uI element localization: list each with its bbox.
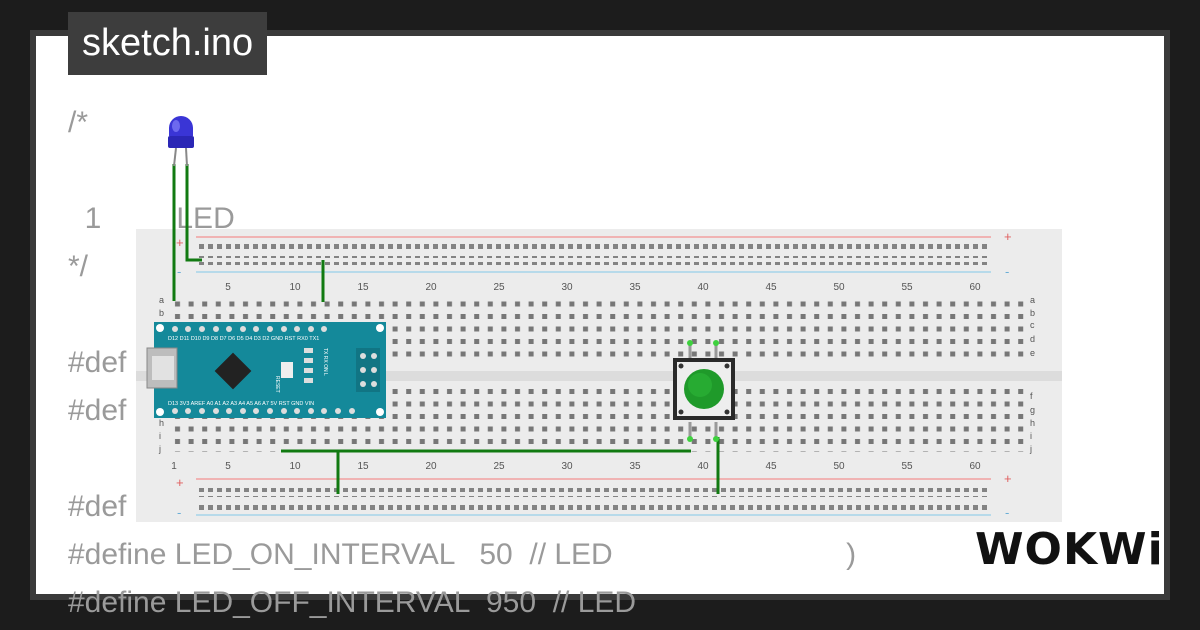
svg-text:1: 1 bbox=[171, 461, 177, 472]
svg-text:25: 25 bbox=[493, 461, 505, 472]
column-numbers-top: 5 10 15 20 25 30 35 40 45 50 55 60 bbox=[225, 282, 981, 293]
svg-text:d: d bbox=[1030, 334, 1035, 344]
svg-text:5: 5 bbox=[225, 282, 231, 293]
svg-text:10: 10 bbox=[289, 461, 301, 472]
rail-plus-label: + bbox=[176, 235, 184, 250]
svg-text:20: 20 bbox=[425, 461, 437, 472]
svg-text:25: 25 bbox=[493, 282, 505, 293]
led-labels: TX RX ON L bbox=[322, 348, 328, 376]
svg-text:a: a bbox=[159, 295, 164, 305]
rail-holes-top bbox=[199, 243, 991, 252]
svg-text:b: b bbox=[1030, 308, 1035, 318]
svg-text:55: 55 bbox=[901, 282, 913, 293]
code-line: #def bbox=[68, 490, 127, 523]
svg-text:15: 15 bbox=[357, 461, 369, 472]
svg-text:15: 15 bbox=[357, 282, 369, 293]
rail-plus-label: + bbox=[1004, 229, 1012, 244]
svg-text:35: 35 bbox=[629, 461, 641, 472]
code-line: #def bbox=[68, 346, 127, 379]
arduino-bottom-pin-labels: D13 3V3 AREF A0 A1 A2 A3 A4 A5 A6 A7 5V … bbox=[168, 401, 314, 407]
rail-minus-label: - bbox=[1005, 264, 1009, 279]
svg-text:60: 60 bbox=[969, 461, 981, 472]
svg-text:a: a bbox=[1030, 295, 1035, 305]
mcu-chip bbox=[214, 352, 252, 390]
arduino-top-pin-labels: D12 D11 D10 D9 D8 D7 D6 D5 D4 D3 D2 GND … bbox=[168, 336, 319, 342]
column-numbers-bottom: 1 5 10 15 20 25 30 35 40 45 50 55 60 bbox=[171, 461, 981, 472]
led-wire-anode bbox=[185, 164, 202, 262]
svg-text:40: 40 bbox=[697, 461, 709, 472]
row-letters-right: a b c d e f g h i j bbox=[1029, 295, 1035, 454]
svg-text:b: b bbox=[159, 308, 164, 318]
svg-text:j: j bbox=[158, 444, 161, 454]
svg-text:5: 5 bbox=[225, 461, 231, 472]
arduino-nano[interactable]: D12 D11 D10 D9 D8 D7 D6 D5 D4 D3 D2 GND … bbox=[146, 322, 386, 418]
svg-text:c: c bbox=[1030, 320, 1035, 330]
wires[interactable] bbox=[172, 164, 720, 494]
code-line: #define LED_ON_INTERVAL 50 // LED ) bbox=[68, 538, 857, 571]
led-component[interactable] bbox=[168, 116, 194, 167]
svg-text:i: i bbox=[159, 431, 161, 441]
svg-text:50: 50 bbox=[833, 282, 845, 293]
svg-text:f: f bbox=[1030, 391, 1033, 401]
code-line: #def bbox=[68, 394, 127, 427]
svg-text:45: 45 bbox=[765, 461, 777, 472]
svg-text:40: 40 bbox=[697, 282, 709, 293]
pushbutton[interactable] bbox=[673, 340, 735, 442]
rail-minus-label: - bbox=[177, 264, 181, 279]
svg-text:35: 35 bbox=[629, 282, 641, 293]
svg-text:50: 50 bbox=[833, 461, 845, 472]
svg-text:45: 45 bbox=[765, 282, 777, 293]
rail-minus-label: - bbox=[1005, 505, 1009, 520]
svg-text:60: 60 bbox=[969, 282, 981, 293]
svg-text:30: 30 bbox=[561, 282, 573, 293]
file-tab[interactable]: sketch.ino bbox=[68, 12, 268, 75]
svg-text:10: 10 bbox=[289, 282, 301, 293]
svg-text:e: e bbox=[1030, 348, 1035, 358]
svg-text:i: i bbox=[1030, 431, 1032, 441]
rail-minus-label: - bbox=[177, 505, 181, 520]
code-line: #define LED_OFF_INTERVAL 950 // LED bbox=[68, 586, 637, 619]
svg-text:h: h bbox=[159, 418, 164, 428]
svg-text:30: 30 bbox=[561, 461, 573, 472]
rail-holes-bottom bbox=[199, 488, 991, 497]
rail-plus-label: + bbox=[1004, 471, 1012, 486]
editor-card: /* 1 LED */ #def #def #def #define LED_O… bbox=[36, 36, 1164, 619]
svg-text:55: 55 bbox=[901, 461, 913, 472]
reset-label: RESET bbox=[274, 376, 280, 393]
reset-button bbox=[281, 362, 293, 378]
wokwi-logo: WOKWi bbox=[975, 524, 1164, 575]
svg-text:h: h bbox=[1030, 418, 1035, 428]
code-line: */ bbox=[68, 250, 89, 283]
circuit-diagram: + + - - + + - - 5 10 15 20 25 30 35 40 4… bbox=[136, 116, 1062, 522]
row-letters-left: a b h i j bbox=[158, 295, 164, 454]
code-line: /* bbox=[68, 106, 89, 139]
svg-text:20: 20 bbox=[425, 282, 437, 293]
svg-text:g: g bbox=[1030, 405, 1035, 415]
code-editor[interactable]: /* 1 LED */ #def #def #def #define LED_O… bbox=[68, 36, 1158, 619]
rail-plus-label: + bbox=[176, 475, 184, 490]
svg-text:j: j bbox=[1029, 444, 1032, 454]
